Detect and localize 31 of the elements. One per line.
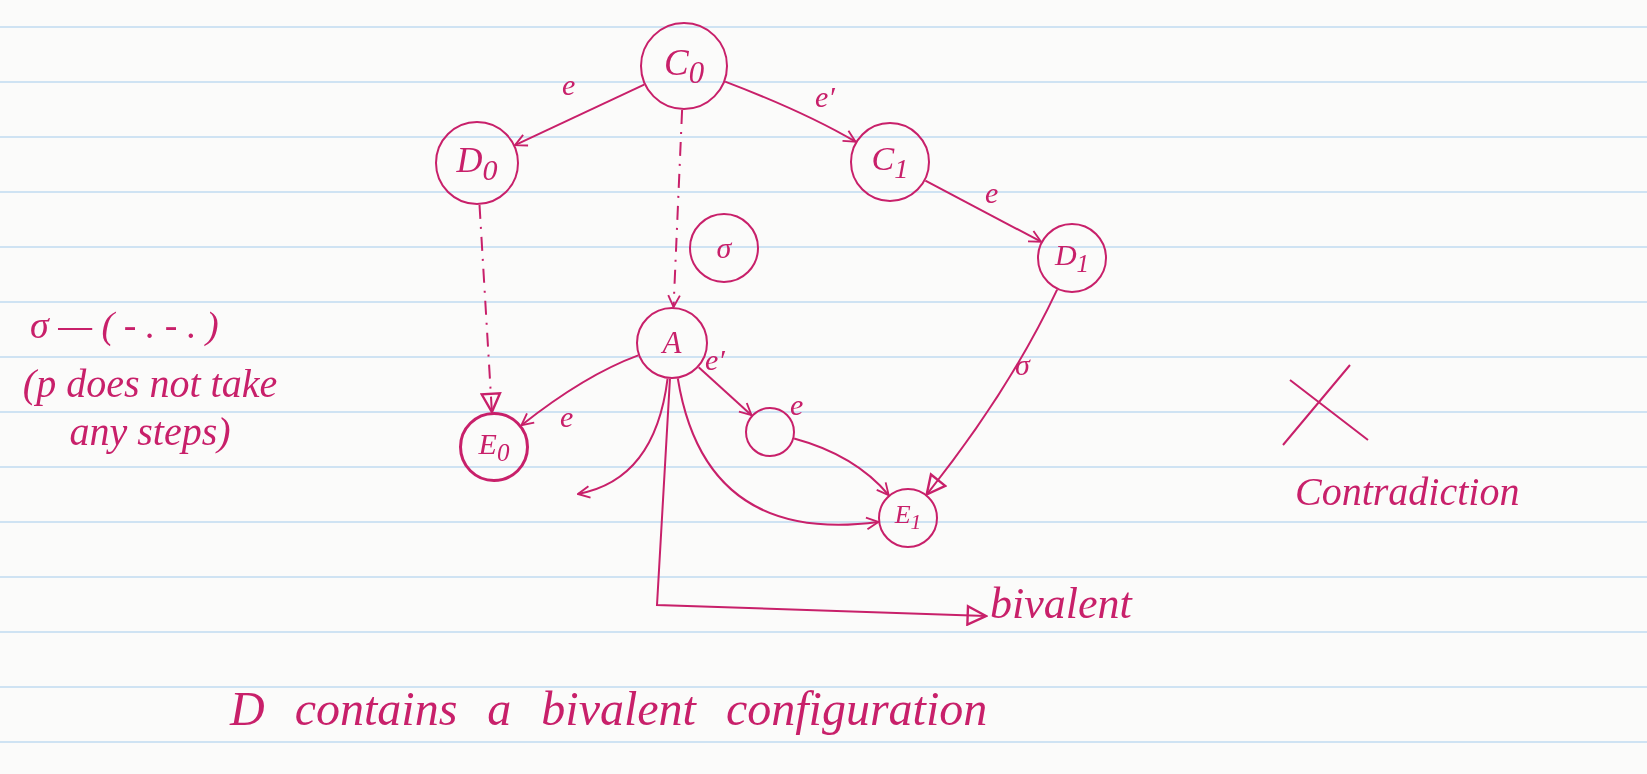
arrow [577,377,669,498]
state-circle: C$_{1}$ [850,122,930,202]
arrow [924,179,1043,243]
arrow [520,354,640,427]
edge-label: e [790,390,804,420]
note-text: Contradiction [1295,468,1521,516]
arrow [667,108,684,309]
arrow [697,366,753,417]
state-circle: E$_{0}$ [459,412,529,482]
node-label: bivalent [990,578,1132,629]
legend-note: σ — ( - . - . ) [30,303,220,348]
arrow [514,83,646,147]
edge-label: e′ [815,82,835,112]
caption-text: D contains a bivalent configuration [230,681,989,737]
edge-label: e′ [705,345,725,375]
state-circle: E$_{1}$ [878,488,938,548]
state-circle: C$_{0}$ [640,22,728,110]
edge-label: e [560,402,574,432]
note-text: (p does not take any steps) [21,360,279,456]
arrow [676,377,880,530]
state-circle: σ [689,213,759,283]
state-circle: D$_{1}$ [1037,223,1107,293]
arrow [925,288,1059,496]
edge-label: σ [1015,350,1030,380]
edge-label: e [985,178,999,208]
arrow [478,203,502,414]
edge-label: e [562,70,576,100]
state-circle: D$_{0}$ [435,121,519,205]
arrow [655,377,988,626]
arrow [793,437,890,497]
arrow [724,80,857,143]
